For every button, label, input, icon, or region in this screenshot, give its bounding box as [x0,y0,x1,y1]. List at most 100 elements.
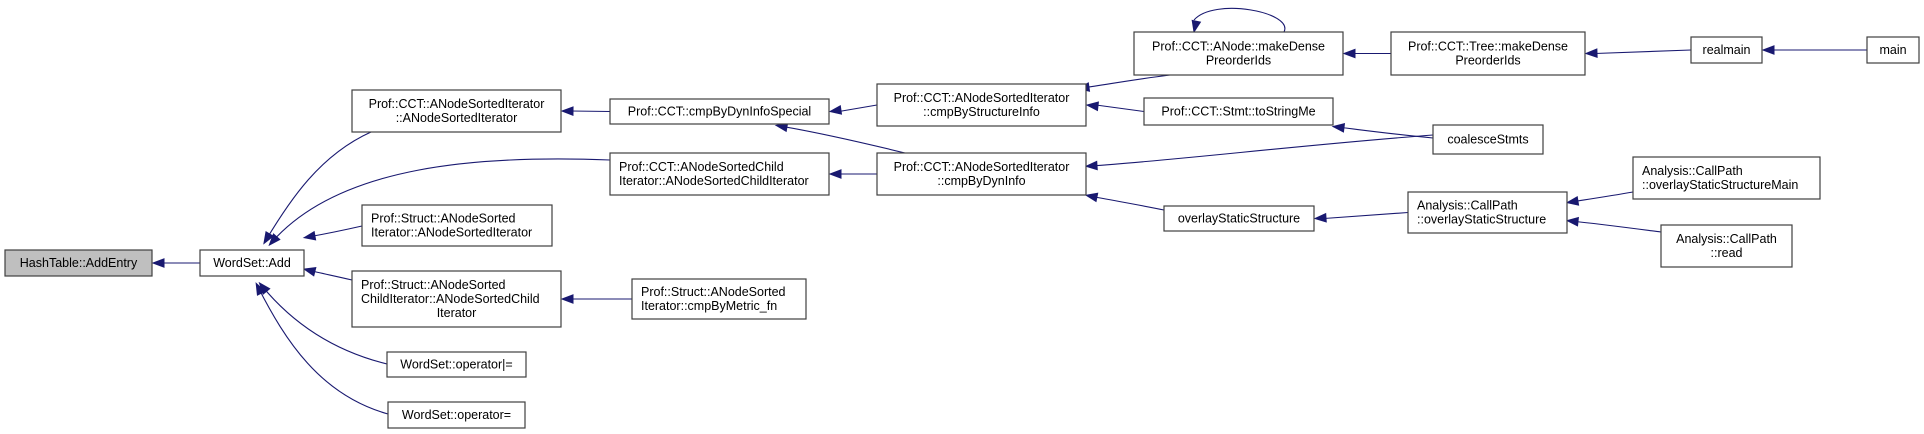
edge-n19-to-n17 [1565,191,1634,206]
arrowhead-icon [1342,48,1356,59]
arrowhead-icon [1191,19,1202,34]
edge-line [1081,74,1171,89]
edge-line [261,285,388,365]
node-prof-struct-anodesortediterator-cmpbymetric-fn[interactable]: Prof::Struct::ANodeSortedIterator::cmpBy… [631,278,807,320]
node-box[interactable] [386,351,527,378]
node-box[interactable] [609,98,830,125]
node-box[interactable] [1390,31,1586,76]
node-box[interactable] [631,278,807,320]
node-prof-struct-anodesortediterator-anodesortediterator[interactable]: Prof::Struct::ANodeSortedIterator::ANode… [361,204,553,247]
edge-n3-to-n1 [268,158,611,247]
arrowhead-icon [1084,160,1098,171]
arrowhead-icon [268,233,281,247]
node-label: Prof::Struct::ANodeSorted [641,285,786,299]
edge-line [271,158,611,243]
node-label: Prof::Struct::ANodeSorted [361,278,506,292]
node-label: WordSet::operator= [402,408,511,422]
edge-line [1193,7,1286,33]
node-box[interactable] [1660,224,1793,268]
node-label: ::cmpByStructureInfo [923,105,1040,119]
node-prof-cct-anodesortedchilditerator-anodesortedchilditerator[interactable]: Prof::CCT::ANodeSortedChildIterator::ANo… [609,152,830,196]
edge-line [779,125,906,154]
arrowhead-icon [151,258,165,268]
node-box[interactable] [1133,31,1344,76]
node-wordset-operator[interactable]: WordSet::operator|= [386,351,527,378]
node-prof-cct-anodesortediterator-cmpbydyninfo[interactable]: Prof::CCT::ANodeSortedIterator::cmpByDyn… [876,152,1087,196]
edge-line [570,110,611,113]
node-box[interactable] [351,89,562,133]
node-box[interactable] [876,152,1087,196]
edge-n11-to-n3 [828,169,877,179]
arrowhead-icon [1565,216,1579,227]
edge-line [1089,134,1434,167]
edge-line [1570,220,1662,233]
node-wordset-add[interactable]: WordSet::Add [199,249,305,277]
edge-n1-to-n0 [151,258,200,268]
node-label: PreorderIds [1206,54,1271,68]
node-hashtable-addentry[interactable]: HashTable::AddEntry [4,249,153,277]
edge-line [1095,104,1145,113]
node-overlaystaticstructure[interactable]: overlayStaticStructure [1163,205,1315,232]
arrowhead-icon [1084,192,1099,203]
node-label: Iterator::cmpByMetric_fn [641,299,777,313]
node-label: Prof::CCT::ANode::makeDense [1152,40,1325,54]
node-box[interactable] [1632,156,1821,200]
edge-n20-to-n17 [1565,216,1662,233]
node-label: Prof::CCT::ANodeSortedIterator [369,97,545,111]
node-prof-cct-anodesortediterator-anodesortediterator[interactable]: Prof::CCT::ANodeSortedIterator::ANodeSor… [351,89,562,133]
node-label: ::cmpByDynInfo [937,174,1025,188]
node-label: Prof::CCT::Stmt::toStringMe [1161,105,1315,119]
edge-line [1570,191,1634,203]
node-coalescestmts[interactable]: coalesceStmts [1432,124,1544,155]
node-wordset-operator[interactable]: WordSet::operator= [387,401,526,429]
edge-n8-to-n2 [560,106,611,117]
node-prof-cct-cmpbydyninfospecial[interactable]: Prof::CCT::cmpByDynInfoSpecial [609,98,830,125]
node-main[interactable]: main [1866,36,1920,64]
node-label: ::overlayStaticStructure [1417,213,1546,227]
node-label: overlayStaticStructure [1178,212,1300,226]
node-label: Prof::CCT::Tree::makeDense [1408,40,1568,54]
node-label: Prof::CCT::cmpByDynInfoSpecial [628,105,811,119]
edge-n21-to-n18 [1761,45,1867,55]
node-box[interactable] [876,83,1087,127]
node-box[interactable] [609,152,830,196]
node-box[interactable] [1690,36,1763,64]
node-box[interactable] [387,401,526,429]
node-box[interactable] [351,270,562,328]
node-box[interactable] [1143,97,1334,126]
arrowhead-icon [560,106,574,117]
node-box[interactable] [1163,205,1315,232]
node-realmain[interactable]: realmain [1690,36,1763,64]
node-prof-struct-anodesortedchilditerator-anodesortedchilditerator[interactable]: Prof::Struct::ANodeSortedChildIterator::… [351,270,562,328]
arrowhead-icon [1313,212,1327,223]
node-box[interactable] [4,249,153,277]
edge-n18-to-n15 [1584,48,1692,59]
edge-line [1089,195,1165,211]
node-box[interactable] [199,249,305,277]
node-box[interactable] [361,204,553,247]
node-analysis-callpath-overlaystaticstructuremain[interactable]: Analysis::CallPath::overlayStaticStructu… [1632,156,1821,200]
node-analysis-callpath-read[interactable]: Analysis::CallPath::read [1660,224,1793,268]
node-prof-cct-stmt-tostringme[interactable]: Prof::CCT::Stmt::toStringMe [1143,97,1334,126]
node-box[interactable] [1432,124,1544,155]
node-label: ChildIterator::ANodeSortedChild [361,292,540,306]
edge-n12-to-n10 [1076,74,1171,92]
arrowhead-icon [1331,123,1346,133]
node-prof-cct-anodesortediterator-cmpbystructureinfo[interactable]: Prof::CCT::ANodeSortedIterator::cmpByStr… [876,83,1087,127]
node-label: PreorderIds [1455,54,1520,68]
node-box[interactable] [1866,36,1920,64]
edge-n2-to-n1 [263,131,372,245]
node-label: WordSet::Add [213,256,291,270]
node-label: realmain [1703,43,1751,57]
node-box[interactable] [1407,191,1568,234]
edge-line [1594,49,1692,55]
edge-line [1336,126,1434,139]
node-analysis-callpath-overlaystaticstructure[interactable]: Analysis::CallPath::overlayStaticStructu… [1407,191,1568,234]
edge-n7-to-n1 [255,282,389,415]
node-label: Prof::Struct::ANodeSorted [371,212,516,226]
edge-n13-to-n10 [1085,101,1145,113]
arrowhead-icon [1565,195,1580,206]
